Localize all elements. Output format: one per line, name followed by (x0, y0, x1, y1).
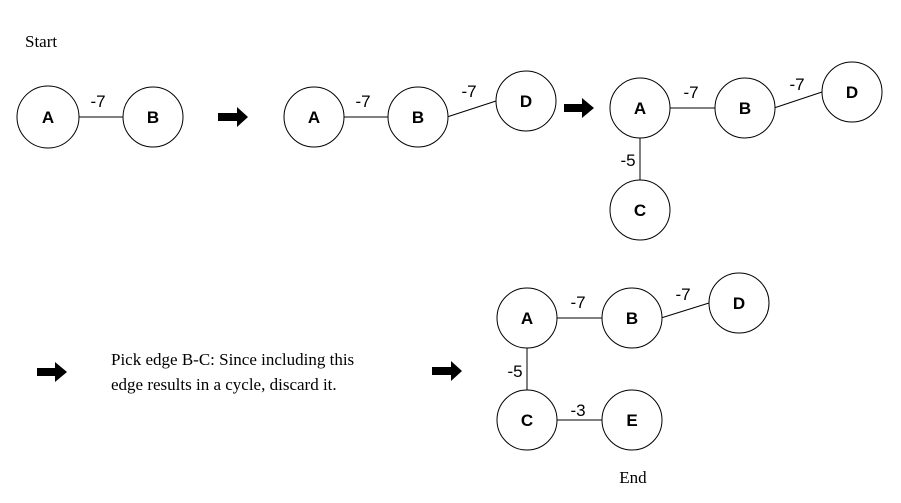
node-a: A (496, 287, 558, 349)
node-c: C (496, 389, 558, 451)
weight-a-b: -7 (355, 92, 370, 111)
node-b-label: B (147, 108, 159, 127)
weight-a-c: -5 (620, 151, 635, 170)
edge-b-d (660, 302, 710, 319)
edge-b-d (446, 100, 497, 118)
right-arrow-icon (218, 107, 248, 127)
node-a-label: A (521, 309, 533, 328)
node-b-label: B (412, 108, 424, 127)
node-d: D (495, 70, 557, 132)
weight-b-d: -7 (675, 285, 690, 304)
node-a: A (283, 86, 345, 148)
node-d-label: D (846, 83, 858, 102)
step-note-line-1: Pick edge B-C: Since including this (111, 350, 354, 369)
right-arrow-icon (37, 362, 67, 382)
node-d: D (821, 61, 883, 123)
right-arrow-icon (432, 361, 462, 381)
weight-a-b: -7 (683, 83, 698, 102)
weight-a-c: -5 (507, 362, 522, 381)
node-b: B (387, 86, 449, 148)
node-d-label: D (733, 294, 745, 313)
weight-b-d: -7 (789, 75, 804, 94)
node-c-label: C (521, 411, 533, 430)
node-c: C (609, 179, 671, 241)
node-a-label: A (634, 99, 646, 118)
weight-b-d: -7 (461, 82, 476, 101)
node-a-label: A (308, 108, 320, 127)
start-caption: Start (25, 32, 57, 51)
node-b: B (714, 77, 776, 139)
node-b: B (122, 86, 184, 148)
node-d: D (708, 272, 770, 334)
node-a: A (16, 85, 80, 149)
node-e-label: E (626, 411, 637, 430)
node-d-label: D (520, 92, 532, 111)
node-b-label: B (739, 99, 751, 118)
edge-b-d (773, 91, 823, 109)
step-3-graph: -7 -7 -5 A B D C (609, 61, 883, 241)
final-graph: -7 -7 -5 -3 A B D C E (496, 272, 770, 451)
weight-a-b: -7 (90, 92, 105, 111)
end-caption: End (619, 468, 647, 487)
right-arrow-icon (564, 98, 594, 118)
node-a: A (609, 77, 671, 139)
node-c-label: C (634, 201, 646, 220)
step-note-line-2: edge results in a cycle, discard it. (111, 375, 337, 394)
step-1-graph: -7 A B (16, 85, 184, 149)
weight-c-e: -3 (570, 401, 585, 420)
node-a-label: A (42, 108, 54, 127)
step-2-graph: -7 -7 A B D (283, 70, 557, 148)
node-b: B (601, 287, 663, 349)
weight-a-b: -7 (570, 293, 585, 312)
node-b-label: B (626, 309, 638, 328)
node-e: E (601, 389, 663, 451)
